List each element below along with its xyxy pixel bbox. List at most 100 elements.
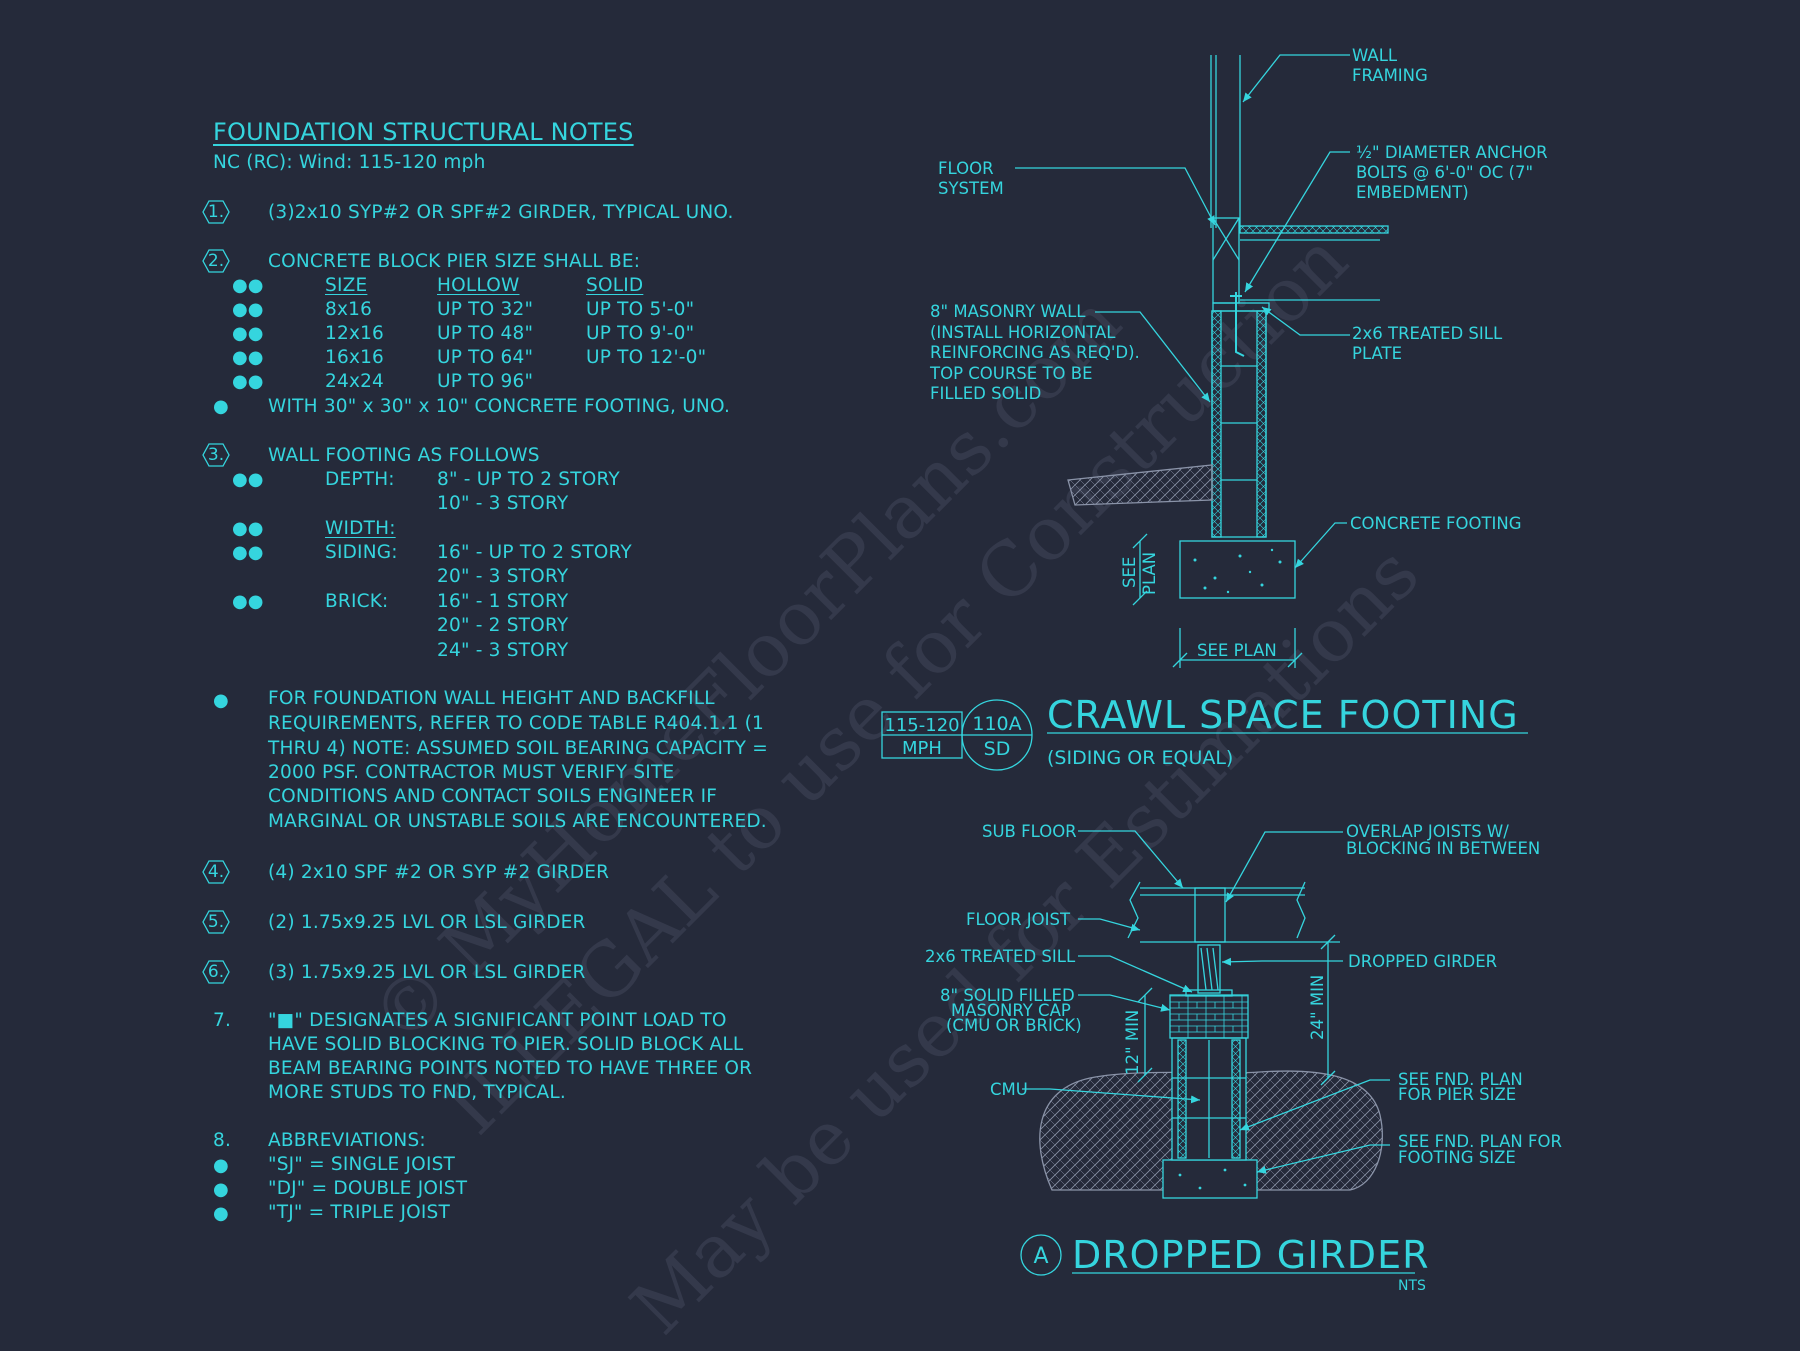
abbreviation-item: "TJ" = TRIPLE JOIST xyxy=(268,1202,450,1223)
pier-row-hollow: UP TO 96" xyxy=(437,371,534,392)
note-3-badge: 3. xyxy=(202,443,230,467)
leader-sill xyxy=(1261,306,1350,336)
hexagon-icon xyxy=(202,443,230,467)
pier-row-hollow: UP TO 64" xyxy=(437,347,534,368)
hexagon-icon xyxy=(202,249,230,273)
label-pier-size: SEE FND. PLAN xyxy=(1398,1070,1523,1089)
note-7-line: MORE STUDS TO FND, TYPICAL. xyxy=(268,1082,567,1103)
brick-value-1: 16" - 1 STORY xyxy=(437,591,569,612)
note-4-number: 4. xyxy=(207,862,225,882)
label-masonry: FILLED SOLID xyxy=(930,384,1041,403)
note-2-text: CONCRETE BLOCK PIER SIZE SHALL BE: xyxy=(268,251,641,272)
label-12-min: 12" MIN xyxy=(1123,1010,1142,1075)
bullet: ● xyxy=(213,1179,229,1200)
label-sub-floor: SUB FLOOR xyxy=(982,822,1077,841)
cmu-face xyxy=(1231,1039,1241,1159)
depth-label: DEPTH: xyxy=(325,469,395,490)
bullet: ● xyxy=(213,690,229,711)
leader-floor-joist xyxy=(1078,918,1141,932)
label-wall-framing: WALL xyxy=(1352,46,1398,65)
notes-title: FOUNDATION STRUCTURAL NOTES xyxy=(213,118,634,146)
leader-pier-size xyxy=(1239,1079,1390,1131)
bullet-double: ●● xyxy=(232,275,264,296)
label-floor-system: FLOOR xyxy=(938,159,994,178)
note-6-number: 6. xyxy=(207,962,225,982)
bullet-double: ●● xyxy=(232,347,264,368)
rim-joist-x xyxy=(1212,217,1240,261)
concrete-footing xyxy=(1179,540,1296,599)
crawl-space-detail xyxy=(881,54,1528,771)
note-1-badge: 1. xyxy=(202,200,230,224)
label-anchor: BOLTS @ 6'-0" OC (7" xyxy=(1356,163,1533,182)
label-anchor: EMBEDMENT) xyxy=(1356,183,1469,202)
depth-value-2: 10" - 3 STORY xyxy=(437,493,569,514)
note-3-text: WALL FOOTING AS FOLLOWS xyxy=(268,445,540,466)
pier-footing xyxy=(1162,1159,1258,1199)
label-cap: 8" SOLID FILLED xyxy=(940,986,1075,1005)
width-label: WIDTH: xyxy=(325,518,396,539)
dropped-girder xyxy=(1197,944,1221,994)
wind-unit: MPH xyxy=(902,738,942,759)
detail-tag-sheet: SD xyxy=(984,738,1011,760)
pier-row-size: 16x16 xyxy=(325,347,385,368)
leader-sub-floor xyxy=(1078,830,1184,889)
bullet-double: ●● xyxy=(232,323,264,344)
label-floor-system: SYSTEM xyxy=(938,179,1004,198)
label-see-plan: SEE PLAN xyxy=(1197,641,1277,660)
depth-value-1: 8" - UP TO 2 STORY xyxy=(437,469,620,490)
dimension-tick xyxy=(1320,1070,1336,1086)
note-4-text: (4) 2x10 SPF #2 OR SYP #2 GIRDER xyxy=(268,862,610,883)
detail-tag-letter: A xyxy=(1033,1244,1048,1269)
bullet-double: ●● xyxy=(232,591,264,612)
note-7-number: 7. xyxy=(213,1010,232,1031)
block-face xyxy=(1211,310,1222,538)
bullet-double: ●● xyxy=(232,469,264,490)
label-cap: (CMU OR BRICK) xyxy=(946,1016,1082,1035)
label-dropped-girder: DROPPED GIRDER xyxy=(1348,952,1497,971)
hexagon-icon xyxy=(202,860,230,884)
label-overlap: BLOCKING IN BETWEEN xyxy=(1346,839,1540,858)
block-face xyxy=(1256,310,1267,538)
note-1-text: (3)2x10 SYP#2 OR SPF#2 GIRDER, TYPICAL U… xyxy=(268,202,734,223)
label-cmu: CMU xyxy=(990,1080,1028,1099)
dropped-girder-detail xyxy=(1020,830,1415,1276)
leader-dropped-girder xyxy=(1221,957,1343,966)
hexagon-icon xyxy=(202,960,230,984)
label-footing-size: SEE FND. PLAN FOR xyxy=(1398,1132,1562,1151)
pier-header-hollow: HOLLOW xyxy=(437,275,520,296)
label-wall-framing: FRAMING xyxy=(1352,66,1428,85)
foundation-notes: FOUNDATION STRUCTURAL NOTES NC (RC): Win… xyxy=(0,0,860,1350)
dimension-tick xyxy=(1137,1067,1153,1083)
label-masonry: (INSTALL HORIZONTAL xyxy=(930,323,1116,342)
break-line xyxy=(1296,881,1306,939)
siding-value-1: 16" - UP TO 2 STORY xyxy=(437,542,632,563)
hexagon-icon xyxy=(202,200,230,224)
bullet: ● xyxy=(213,396,229,417)
label-see-plan-vertical: PLAN xyxy=(1140,552,1159,595)
label-masonry: TOP COURSE TO BE xyxy=(929,364,1093,383)
pier-header-size: SIZE xyxy=(325,275,368,296)
pier-row-solid: UP TO 12'-0" xyxy=(586,347,707,368)
dimension-tick xyxy=(1132,590,1148,606)
leader-floor-system xyxy=(1015,167,1216,226)
pier-row-hollow: UP TO 32" xyxy=(437,299,534,320)
dimension-tick xyxy=(1287,652,1303,668)
wall-note-line: 2000 PSF. CONTRACTOR MUST VERIFY SITE xyxy=(268,762,675,783)
dropped-girder-labels: SUB FLOOR OVERLAP JOISTS W/ BLOCKING IN … xyxy=(925,822,1562,1294)
label-see-plan-vertical: SEE xyxy=(1120,557,1139,588)
label-floor-joist: FLOOR JOIST xyxy=(966,910,1071,929)
grade-soil xyxy=(1067,464,1213,506)
pier-row-size: 12x16 xyxy=(325,323,385,344)
scale-label: NTS xyxy=(1398,1278,1426,1294)
note-8-number: 8. xyxy=(213,1130,232,1151)
siding-value-2: 20" - 3 STORY xyxy=(437,566,569,587)
note-8-text: ABBREVIATIONS: xyxy=(268,1130,426,1151)
bullet: ● xyxy=(213,1203,229,1224)
wall-note-line: REQUIREMENTS, REFER TO CODE TABLE R404.1… xyxy=(268,713,765,734)
note-7-line: "■" DESIGNATES A SIGNIFICANT POINT LOAD … xyxy=(268,1010,727,1031)
leader-wall-framing xyxy=(1242,54,1350,103)
notes-subtitle: NC (RC): Wind: 115-120 mph xyxy=(213,152,486,173)
pier-row-solid: UP TO 9'-0" xyxy=(586,323,695,344)
label-overlap: OVERLAP JOISTS W/ xyxy=(1346,822,1509,841)
note-2-number: 2. xyxy=(207,251,225,271)
